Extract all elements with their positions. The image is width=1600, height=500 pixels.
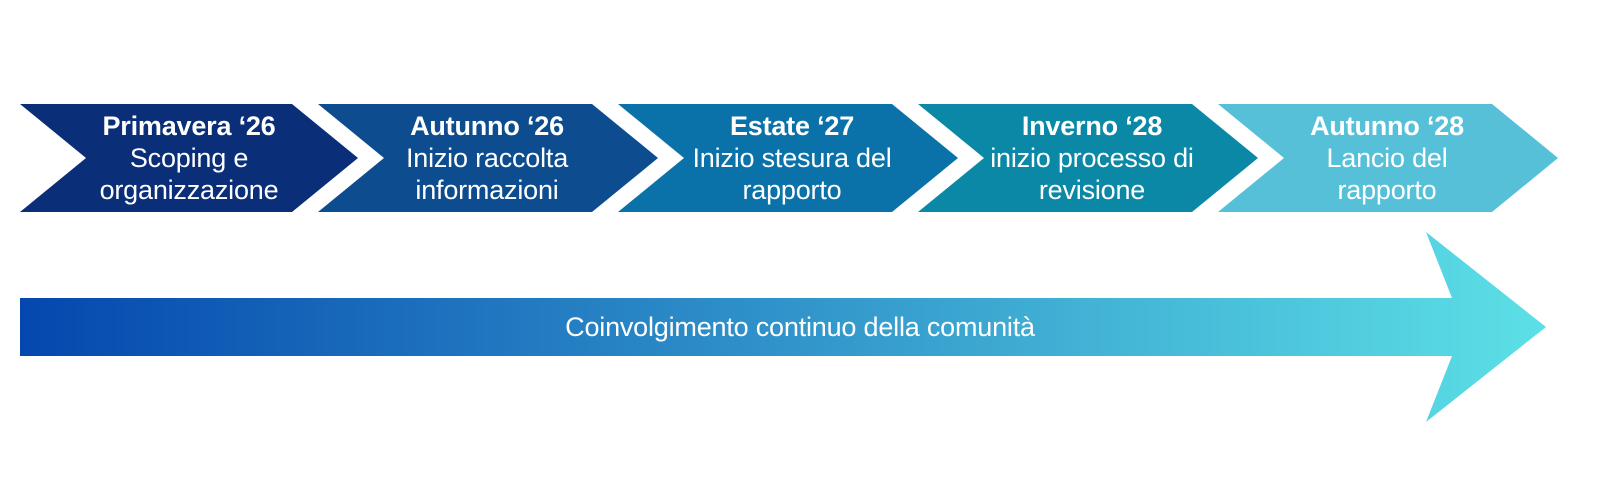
stage-title: Autunno ‘26 [410,111,564,141]
stage-title: Estate ‘27 [729,111,855,141]
stage-chevron-4 [918,104,1258,212]
stage-description: Inizio stesura del rapporto [692,143,892,205]
stage-5-text: Autunno ‘28 Lancio del rapporto [1242,104,1532,212]
stage-chevron-1 [20,104,358,212]
stage-description: Lancio del rapporto [1326,143,1448,205]
engagement-arrow [20,232,1546,422]
stage-chevron-3 [618,104,958,212]
stage-title: Inverno ‘28 [1021,111,1163,141]
stage-title: Primavera ‘26 [102,111,276,141]
stage-description: inizio processo di revisione [990,143,1194,205]
stage-chevron-5 [1218,104,1558,212]
stage-title: Autunno ‘28 [1310,111,1464,141]
stage-chevron-2 [318,104,658,212]
stage-description: Inizio raccolta informazioni [405,143,569,205]
engagement-arrow-label: Coinvolgimento continuo della comunità [565,311,1035,342]
stage-4-text: Inverno ‘28 inizio processo di revisione [942,104,1242,212]
stage-1-text: Primavera ‘26 Scoping e organizzazione [44,104,334,212]
stage-2-text: Autunno ‘26 Inizio raccolta informazioni [342,104,632,212]
stage-description: Scoping e organizzazione [99,143,279,205]
stage-3-text: Estate ‘27 Inizio stesura del rapporto [642,104,942,212]
